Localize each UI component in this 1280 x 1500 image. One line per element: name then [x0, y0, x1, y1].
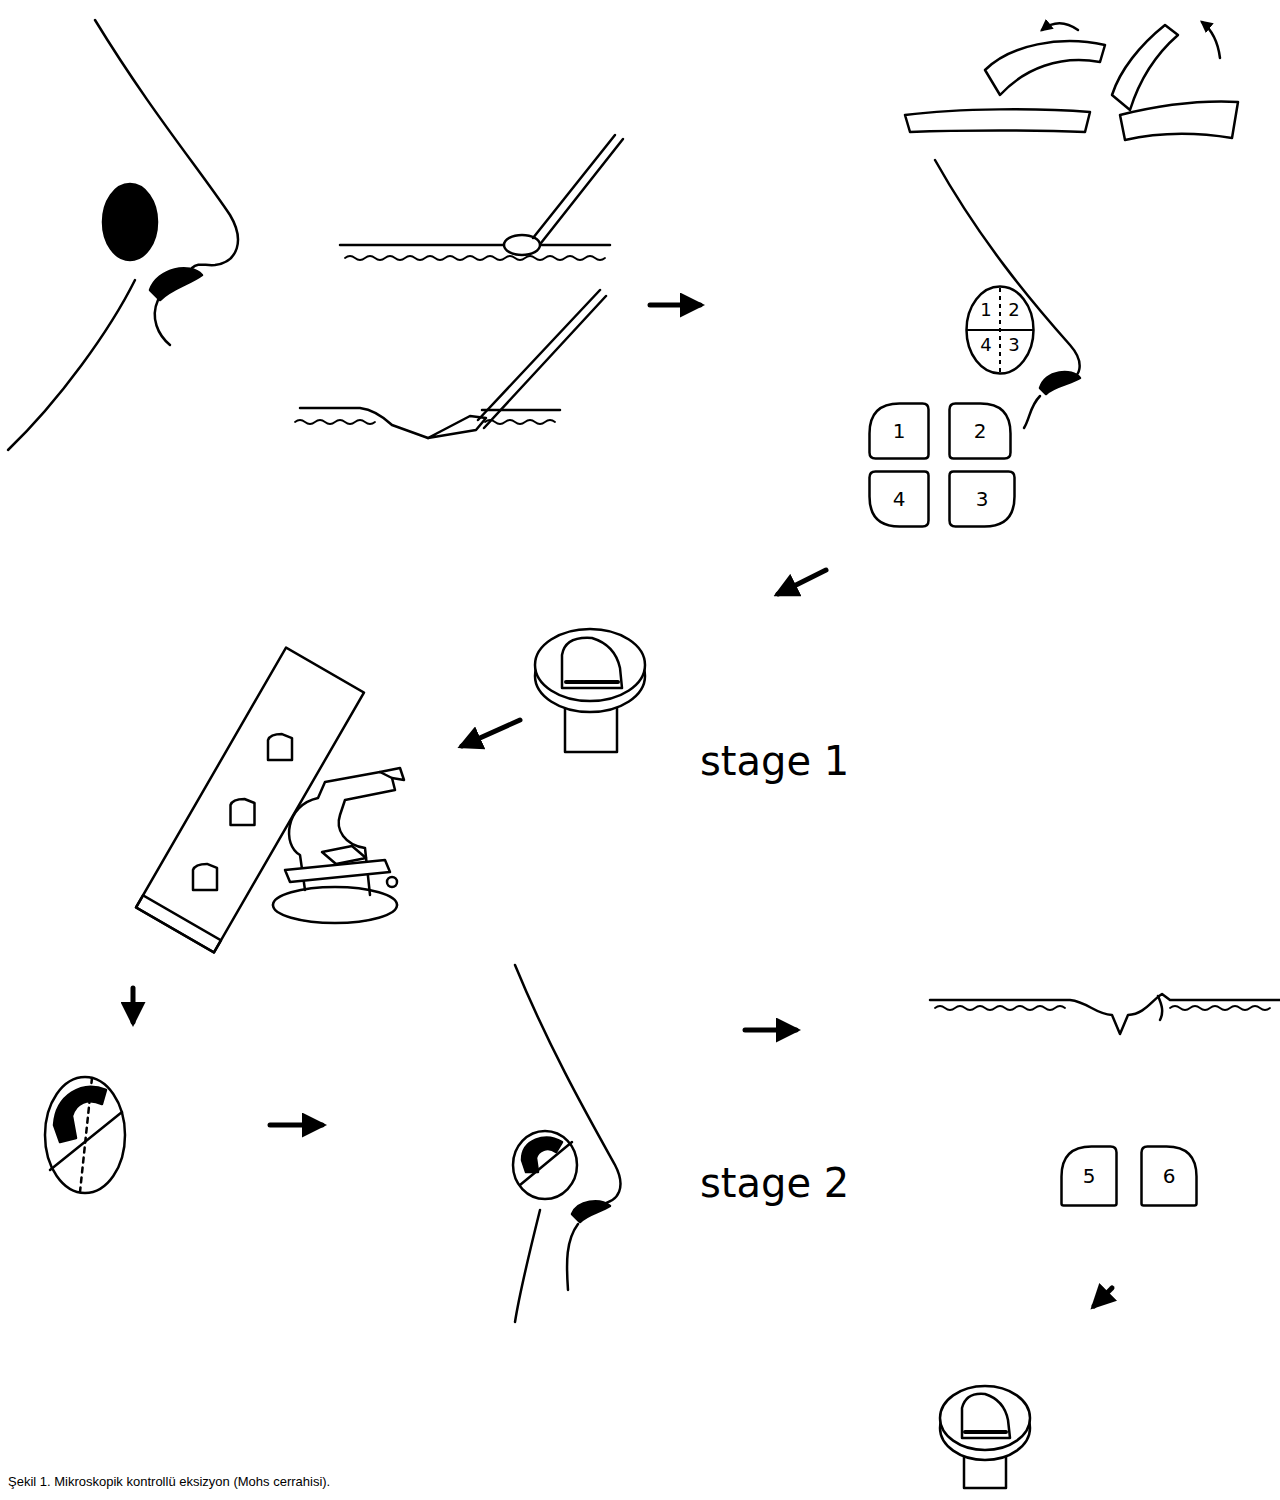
dermis-wave [1170, 1006, 1270, 1010]
tissue-flap [905, 109, 1090, 132]
section-number: 4 [978, 335, 994, 356]
arrow [650, 303, 700, 308]
arrow [462, 720, 520, 746]
face-profile [935, 160, 1080, 380]
tissue-flap [1112, 25, 1178, 110]
arrow [778, 570, 826, 594]
section-number: 2 [1006, 300, 1022, 321]
curette [533, 135, 623, 243]
tissue-map [513, 1131, 577, 1199]
microscope [273, 768, 404, 923]
dermis-wave [935, 1006, 1065, 1010]
skin-surface [930, 994, 1280, 1034]
residual-tumour [54, 1087, 106, 1142]
chuck-disc [940, 1386, 1030, 1450]
section-number: 5 [1083, 1165, 1096, 1187]
face-profile [95, 20, 238, 268]
tissue-piece: 4 [868, 470, 930, 528]
face-line [515, 1210, 540, 1322]
tumour [103, 184, 157, 260]
tissue-map [45, 1077, 125, 1193]
dermis-wave [485, 420, 555, 424]
section-number: 2 [974, 420, 987, 442]
tissue-piece: 6 [1140, 1145, 1198, 1207]
nostril [1040, 372, 1080, 394]
lip-line [567, 1224, 578, 1290]
section-number: 3 [1006, 335, 1022, 356]
tissue-piece: 2 [948, 402, 1012, 460]
arrow [745, 1028, 796, 1033]
tumour-lesion [504, 235, 540, 255]
arrow [270, 1123, 322, 1128]
stage-label: stage 1 [700, 738, 849, 784]
tissue-piece: 3 [948, 470, 1016, 528]
dermis-wave [295, 420, 375, 424]
lip-line [1024, 396, 1040, 428]
arrow [1094, 1288, 1112, 1306]
section-number: 4 [893, 488, 906, 510]
face-profile [515, 965, 620, 1204]
stage-label: stage 2 [700, 1160, 849, 1206]
tissue-flap [1120, 102, 1238, 140]
arrow [1202, 22, 1220, 58]
tissue-on-chuck [562, 638, 622, 688]
arrow [1042, 23, 1078, 30]
skin-surface [482, 409, 560, 412]
section-number: 1 [893, 420, 906, 442]
tissue-on-chuck [965, 1430, 1006, 1434]
tissue-map-oval: 1243 [965, 285, 1035, 375]
chuck-disc [535, 629, 645, 701]
face-profile [8, 280, 135, 450]
lip-line [155, 300, 170, 345]
arrow [131, 988, 136, 1022]
section-number: 6 [1163, 1165, 1176, 1187]
scalpel-handle [478, 290, 606, 428]
map-line [80, 1078, 92, 1192]
dermis-wave [345, 256, 605, 260]
node-outline [965, 285, 1035, 375]
figure-caption: Şekil 1. Mikroskopik kontrollü eksizyon … [8, 1474, 330, 1489]
skin-surface [300, 408, 428, 438]
skin-surface [340, 244, 610, 247]
tissue-piece: 1 [868, 402, 930, 460]
tissue-piece: 5 [1060, 1145, 1118, 1207]
scar-edge [1158, 996, 1162, 1020]
nostril [150, 268, 202, 300]
section-number: 3 [976, 488, 989, 510]
tissue-flap [985, 41, 1105, 95]
tissue-on-chuck [962, 1394, 1010, 1438]
tissue-on-chuck [566, 680, 618, 684]
map-line [520, 1142, 572, 1185]
nostril [572, 1201, 610, 1222]
section-number: 1 [978, 300, 994, 321]
